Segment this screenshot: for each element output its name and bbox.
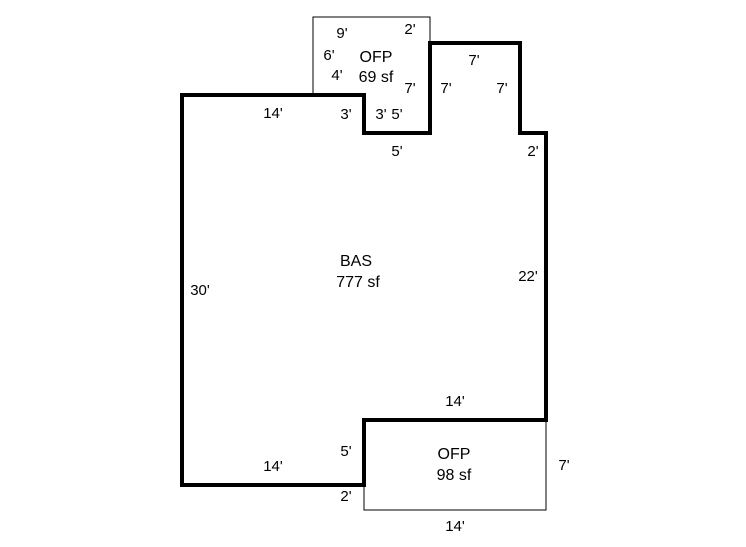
dim-top-ofp-right-top: 2' bbox=[404, 21, 415, 38]
dim-top-ofp-left-upper: 6' bbox=[323, 47, 334, 64]
dim-bas-bottom: 14' bbox=[263, 458, 283, 475]
dim-bump-left: 7' bbox=[440, 80, 451, 97]
dim-bas-lower-notch: 5' bbox=[340, 443, 351, 460]
dim-bas-left: 30' bbox=[190, 282, 210, 299]
ofp-top-outline bbox=[312, 16, 431, 94]
ofp-top-area-code: OFP bbox=[360, 49, 393, 66]
ofp-bottom-area-code: OFP bbox=[438, 446, 471, 463]
dim-bas-top-left: 14' bbox=[263, 105, 283, 122]
dim-bump-step: 2' bbox=[527, 143, 538, 160]
dim-bottom-ofp-left: 2' bbox=[340, 488, 351, 505]
dim-top-ofp-inner-right: 7' bbox=[404, 80, 415, 97]
dim-bas-right: 22' bbox=[518, 268, 538, 285]
dim-top-ofp-top: 9' bbox=[336, 25, 347, 42]
dim-bump-top: 7' bbox=[468, 52, 479, 69]
bas-area-code: BAS bbox=[340, 253, 372, 270]
dim-notch-right-side: 5' bbox=[391, 106, 402, 123]
dim-bottom-ofp-right: 7' bbox=[558, 457, 569, 474]
ofp-bottom-area-size: 98 sf bbox=[437, 467, 472, 484]
bas-outline bbox=[180, 41, 548, 487]
ofp-bottom-outline bbox=[363, 420, 547, 511]
dim-notch-bottom: 5' bbox=[391, 143, 402, 160]
ofp-top-area-size: 69 sf bbox=[359, 69, 394, 86]
bas-area-size: 777 sf bbox=[336, 274, 380, 291]
dim-top-ofp-left-lower: 4' bbox=[331, 67, 342, 84]
dim-notch-left-side-2: 3' bbox=[375, 106, 386, 123]
dim-bas-lower-step: 14' bbox=[445, 393, 465, 410]
dim-bump-right: 7' bbox=[496, 80, 507, 97]
dim-bottom-ofp-bottom: 14' bbox=[445, 518, 465, 535]
dim-notch-left-side: 3' bbox=[340, 106, 351, 123]
